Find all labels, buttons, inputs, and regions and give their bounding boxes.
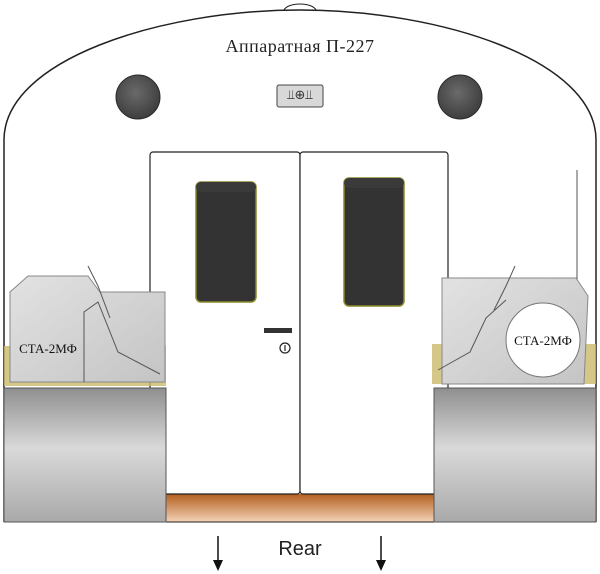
lock-symbol: ⫫⊕⫫ [287, 88, 313, 103]
left-cabinet [3, 387, 167, 523]
left-device-bracket [83, 301, 161, 382]
direction-label: Rear [278, 538, 322, 560]
left-sta-device [9, 275, 166, 383]
door-lock-icon [276, 84, 324, 108]
left-door-window [195, 181, 257, 303]
arrow-down-icon [213, 536, 223, 571]
right-device-dial [505, 302, 581, 378]
roof-hatch [283, 3, 317, 11]
round-lamp-icon [115, 74, 161, 120]
floor-stripe [160, 494, 442, 522]
right-device-lever [493, 265, 516, 311]
right-device-bracket [437, 299, 507, 371]
round-lamp-icon [437, 74, 483, 120]
left-window-top-bar [196, 182, 256, 192]
left-device-lever [87, 265, 111, 319]
shelter-outline [3, 9, 597, 522]
shelter-title: Аппаратная П-227 [225, 36, 375, 56]
door-handle-icon[interactable] [264, 328, 292, 333]
right-cabinet [433, 387, 597, 523]
right-window-top-bar [344, 178, 404, 188]
left-unit-label: СТА-2МФ [19, 341, 77, 356]
right-unit-label: СТА-2МФ [514, 333, 572, 348]
arrow-down-icon [376, 536, 386, 571]
right-door-window [343, 177, 405, 307]
